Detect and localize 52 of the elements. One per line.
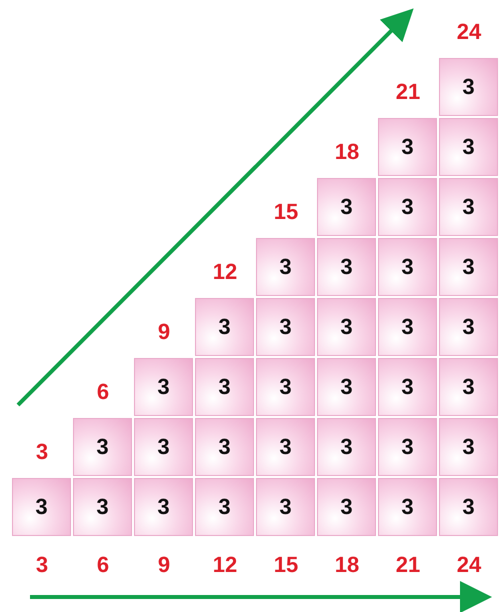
sum-label: 21	[394, 78, 422, 106]
number-tile: 3	[134, 418, 193, 476]
number-tile: 3	[256, 418, 315, 476]
number-tile: 3	[439, 478, 498, 536]
number-tile: 3	[195, 358, 254, 416]
sum-label: 24	[456, 551, 482, 579]
number-tile: 3	[378, 178, 437, 236]
number-tile: 3	[256, 358, 315, 416]
number-tile: 3	[12, 478, 71, 536]
sum-label: 21	[394, 551, 422, 579]
number-tile: 3	[256, 298, 315, 356]
sum-label: 12	[212, 551, 238, 579]
number-tile: 3	[256, 238, 315, 296]
number-tile: 3	[317, 298, 376, 356]
number-tile: 3	[439, 178, 498, 236]
sum-label: 9	[156, 318, 172, 346]
sum-label: 24	[456, 18, 482, 46]
sum-label: 18	[334, 551, 360, 579]
number-tile: 3	[195, 298, 254, 356]
sum-label: 6	[96, 551, 110, 579]
number-tile: 3	[439, 298, 498, 356]
number-tile: 3	[134, 478, 193, 536]
number-tile: 3	[317, 238, 376, 296]
number-tile: 3	[439, 118, 498, 176]
sum-label: 15	[272, 198, 300, 226]
number-tile: 3	[439, 358, 498, 416]
number-tile: 3	[378, 358, 437, 416]
number-tile: 3	[317, 178, 376, 236]
number-tile: 3	[378, 418, 437, 476]
number-tile: 3	[317, 418, 376, 476]
number-tile: 3	[134, 358, 193, 416]
number-tile: 3	[73, 478, 132, 536]
number-tile: 3	[195, 418, 254, 476]
number-tile: 3	[317, 358, 376, 416]
sum-label: 18	[334, 138, 360, 166]
sum-label: 15	[272, 551, 300, 579]
number-tile: 3	[378, 478, 437, 536]
sum-label: 9	[156, 551, 172, 579]
sum-label: 12	[212, 258, 238, 286]
number-tile: 3	[73, 418, 132, 476]
number-tile: 3	[439, 418, 498, 476]
number-tile: 3	[378, 238, 437, 296]
number-tile: 3	[256, 478, 315, 536]
number-tile: 3	[378, 298, 437, 356]
sum-label: 6	[96, 378, 110, 406]
sum-label: 3	[34, 438, 50, 466]
number-tile: 3	[317, 478, 376, 536]
number-tile: 3	[439, 58, 498, 116]
number-tile: 3	[378, 118, 437, 176]
sum-label: 3	[34, 551, 50, 579]
number-tile: 3	[195, 478, 254, 536]
number-tile: 3	[439, 238, 498, 296]
